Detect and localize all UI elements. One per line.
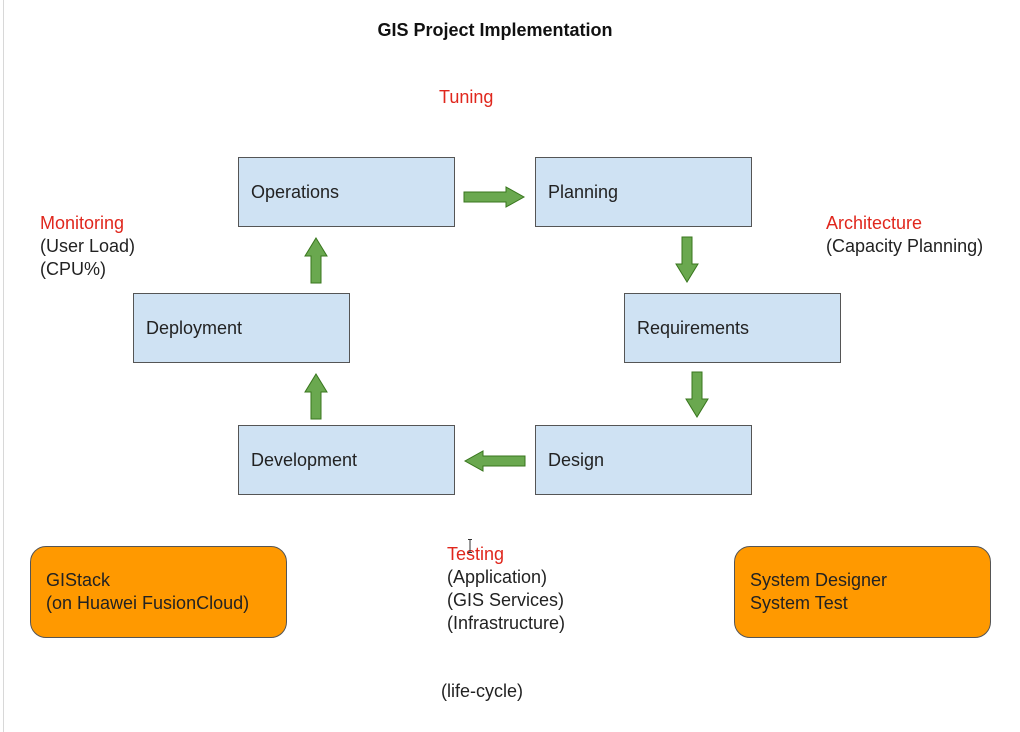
block-arrow-icon [675,236,699,283]
stage-development-label: Development [251,449,358,470]
monitoring-label: Monitoring [40,213,125,233]
system-roles-box: System Designer System Test [734,546,991,638]
testing-detail-application: (Application) [447,567,548,587]
monitoring-detail-user-load: (User Load) [40,236,136,256]
page-left-border [3,0,4,732]
stage-design: Design [535,425,752,495]
stage-design-label: Design [548,449,605,470]
lifecycle-caption: (life-cycle) [441,681,524,701]
block-arrow-icon [463,186,526,208]
stage-operations: Operations [238,157,455,227]
stage-deployment: Deployment [133,293,350,363]
testing-annotation: Testing (Application) (GIS Services) (In… [447,543,565,635]
gistack-title: GIStack [46,570,111,590]
stage-development: Development [238,425,455,495]
gistack-box: GIStack (on Huawei FusionCloud) [30,546,287,638]
monitoring-detail-cpu: (CPU%) [40,259,106,279]
diagram-title: GIS Project Implementation [377,20,613,40]
testing-detail-gis-services: (GIS Services) [447,590,565,610]
text-cursor-icon [468,539,472,553]
stage-requirements-label: Requirements [637,317,750,338]
stage-deployment-label: Deployment [146,317,243,338]
stage-planning-label: Planning [548,181,619,202]
tuning-annotation: Tuning [439,86,493,109]
architecture-annotation: Architecture (Capacity Planning) [826,212,983,258]
block-arrow-icon [463,450,526,472]
block-arrow-icon [304,237,328,284]
testing-label: Testing [447,544,505,564]
stage-planning: Planning [535,157,752,227]
architecture-detail: (Capacity Planning) [826,236,984,256]
block-arrow-icon [304,373,328,420]
gistack-platform: (on Huawei FusionCloud) [46,593,250,613]
stage-requirements: Requirements [624,293,841,363]
monitoring-annotation: Monitoring (User Load) (CPU%) [40,212,135,281]
tuning-label: Tuning [439,87,494,107]
stage-operations-label: Operations [251,181,340,202]
block-arrow-icon [685,371,709,418]
system-test-label: System Test [750,593,848,613]
architecture-label: Architecture [826,213,923,233]
testing-detail-infrastructure: (Infrastructure) [447,613,566,633]
system-designer-label: System Designer [750,570,888,590]
